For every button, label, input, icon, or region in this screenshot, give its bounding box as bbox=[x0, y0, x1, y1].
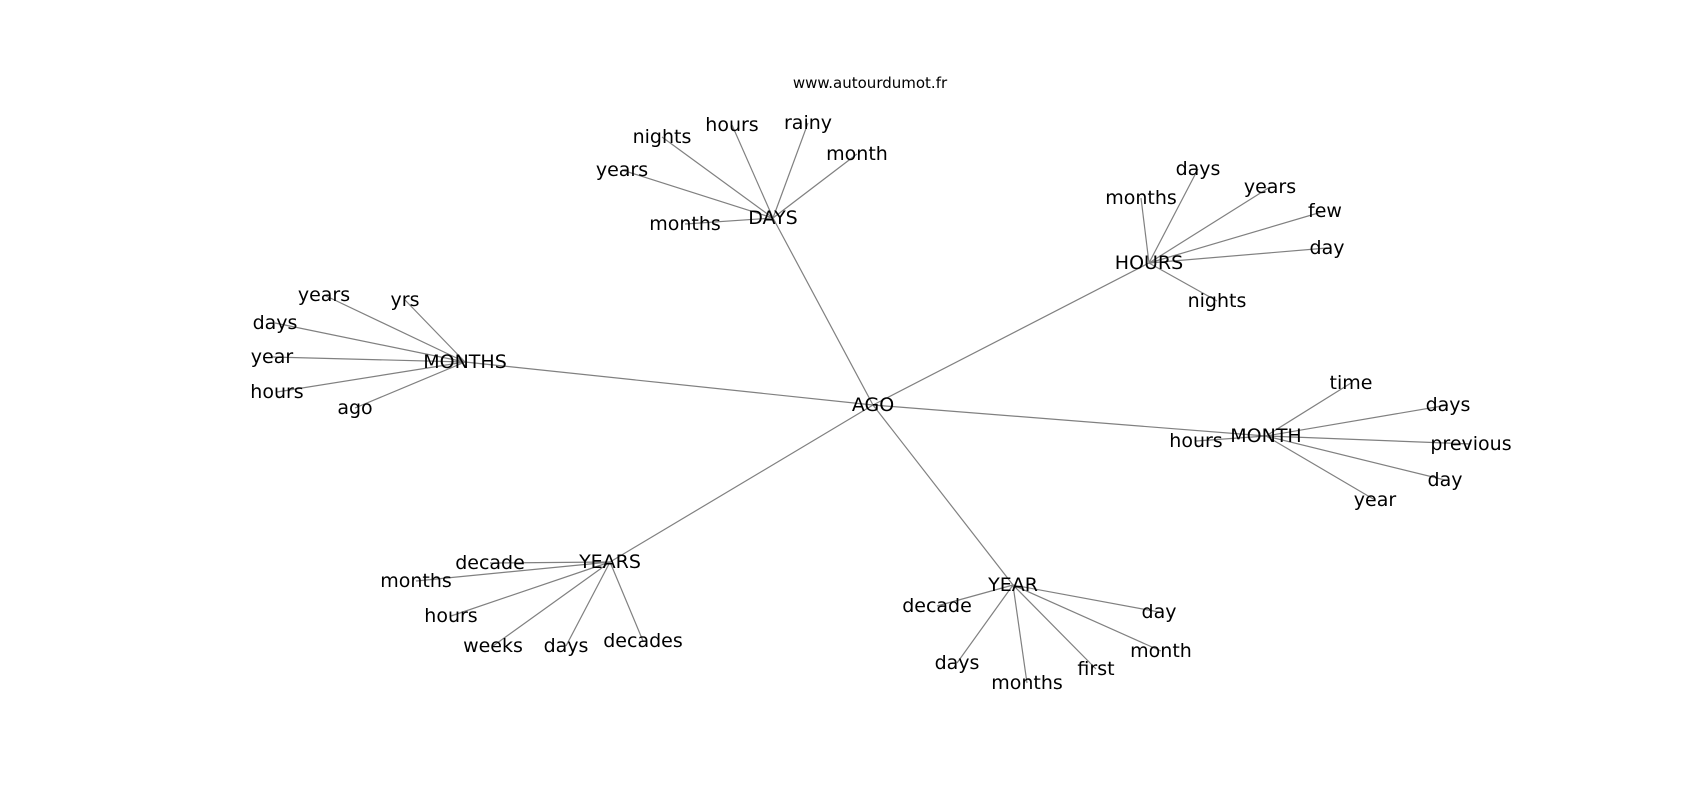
edge-month-to-month-days bbox=[1265, 404, 1449, 437]
edge-days-to-days-rainy bbox=[772, 122, 809, 219]
edge-hours-to-hours-few bbox=[1148, 210, 1326, 264]
node-month-previous: previous bbox=[1430, 433, 1511, 455]
node-hours-months: months bbox=[1105, 187, 1177, 209]
edge-ago-to-years bbox=[609, 404, 874, 563]
node-years-hours: hours bbox=[424, 605, 477, 627]
source-url: www.autourdumot.fr bbox=[793, 74, 948, 92]
node-hours: HOURS bbox=[1115, 252, 1183, 274]
edge-months-to-months-years bbox=[323, 294, 466, 363]
edge-months-to-months-hours bbox=[276, 361, 466, 393]
edge-months-to-months-ago bbox=[354, 361, 466, 409]
node-year-days: days bbox=[935, 652, 980, 674]
edge-years-to-years-months bbox=[415, 561, 611, 582]
edge-days-to-days-month bbox=[772, 153, 858, 219]
edge-month-to-month-year bbox=[1265, 435, 1376, 501]
node-months: MONTHS bbox=[423, 351, 507, 373]
node-years-decade: decade bbox=[455, 552, 525, 574]
node-year-month: month bbox=[1130, 640, 1192, 662]
node-months-year: year bbox=[251, 346, 294, 368]
edge-year-to-year-first bbox=[1012, 584, 1097, 670]
edge-ago-to-months bbox=[464, 361, 874, 406]
node-hours-few: few bbox=[1308, 200, 1342, 222]
edge-hours-to-hours-days bbox=[1148, 168, 1199, 264]
node-year-months: months bbox=[991, 672, 1063, 694]
node-days: DAYS bbox=[748, 207, 798, 229]
node-months-hours: hours bbox=[250, 381, 303, 403]
edge-years-to-years-decade bbox=[489, 561, 611, 564]
node-hours-day: day bbox=[1310, 237, 1345, 259]
edge-year-to-year-decade bbox=[936, 584, 1014, 607]
edge-months-to-months-yrs bbox=[404, 299, 466, 363]
node-years-decades: decades bbox=[603, 630, 683, 652]
edge-year-to-year-months bbox=[1012, 584, 1028, 684]
edge-month-to-month-previous bbox=[1265, 435, 1472, 445]
edge-year-to-year-month bbox=[1012, 584, 1162, 652]
edge-year-to-year-days bbox=[956, 584, 1014, 664]
edge-days-to-days-months bbox=[684, 217, 774, 225]
node-year-first: first bbox=[1077, 658, 1114, 680]
node-days-nights: nights bbox=[633, 126, 692, 148]
node-years-months: months bbox=[380, 570, 452, 592]
node-months-yrs: yrs bbox=[391, 289, 420, 311]
edge-ago-to-days bbox=[772, 217, 874, 406]
edge-years-to-years-decades bbox=[609, 561, 644, 642]
node-ago: AGO bbox=[852, 394, 894, 416]
node-days-hours: hours bbox=[705, 114, 758, 136]
edge-ago-to-year bbox=[872, 404, 1014, 586]
edge-hours-to-hours-years bbox=[1148, 186, 1271, 264]
edges-layer bbox=[271, 122, 1472, 684]
edge-month-to-month-time bbox=[1265, 382, 1352, 437]
node-year-day: day bbox=[1142, 601, 1177, 623]
node-days-years: years bbox=[596, 159, 648, 181]
node-hours-days: days bbox=[1176, 158, 1221, 180]
node-days-month: month bbox=[826, 143, 888, 165]
node-hours-years: years bbox=[1244, 176, 1296, 198]
edge-days-to-days-years bbox=[621, 169, 774, 219]
edge-days-to-days-nights bbox=[661, 136, 774, 219]
node-years: YEARS bbox=[578, 551, 641, 573]
node-days-rainy: rainy bbox=[784, 112, 832, 134]
edge-months-to-months-days bbox=[274, 322, 466, 363]
edge-years-to-years-weeks bbox=[492, 561, 611, 647]
node-months-days: days bbox=[253, 312, 298, 334]
node-months-ago: ago bbox=[337, 397, 372, 419]
edge-days-to-days-hours bbox=[731, 124, 774, 219]
node-hours-nights: nights bbox=[1188, 290, 1247, 312]
edge-ago-to-month bbox=[872, 404, 1267, 437]
node-month: MONTH bbox=[1230, 425, 1301, 447]
edge-month-to-month-day bbox=[1265, 435, 1446, 481]
edge-hours-to-hours-months bbox=[1140, 197, 1150, 264]
node-year: YEAR bbox=[987, 574, 1038, 596]
edge-year-to-year-day bbox=[1012, 584, 1160, 613]
edge-years-to-years-hours bbox=[450, 561, 611, 617]
node-years-weeks: weeks bbox=[463, 635, 523, 657]
node-year-decade: decade bbox=[902, 595, 972, 617]
node-month-time: time bbox=[1330, 372, 1373, 394]
node-months-years: years bbox=[298, 284, 350, 306]
node-month-days: days bbox=[1426, 394, 1471, 416]
node-month-day: day bbox=[1428, 469, 1463, 491]
edge-month-to-month-hours bbox=[1195, 435, 1267, 442]
node-month-hours: hours bbox=[1169, 430, 1222, 452]
node-month-year: year bbox=[1354, 489, 1397, 511]
edge-months-to-months-year bbox=[271, 356, 466, 363]
edge-years-to-years-days bbox=[565, 561, 611, 647]
node-days-months: months bbox=[649, 213, 721, 235]
edge-hours-to-hours-day bbox=[1148, 247, 1328, 264]
edge-ago-to-hours bbox=[872, 262, 1150, 406]
node-years-days: days bbox=[544, 635, 589, 657]
edge-hours-to-hours-nights bbox=[1148, 262, 1218, 302]
